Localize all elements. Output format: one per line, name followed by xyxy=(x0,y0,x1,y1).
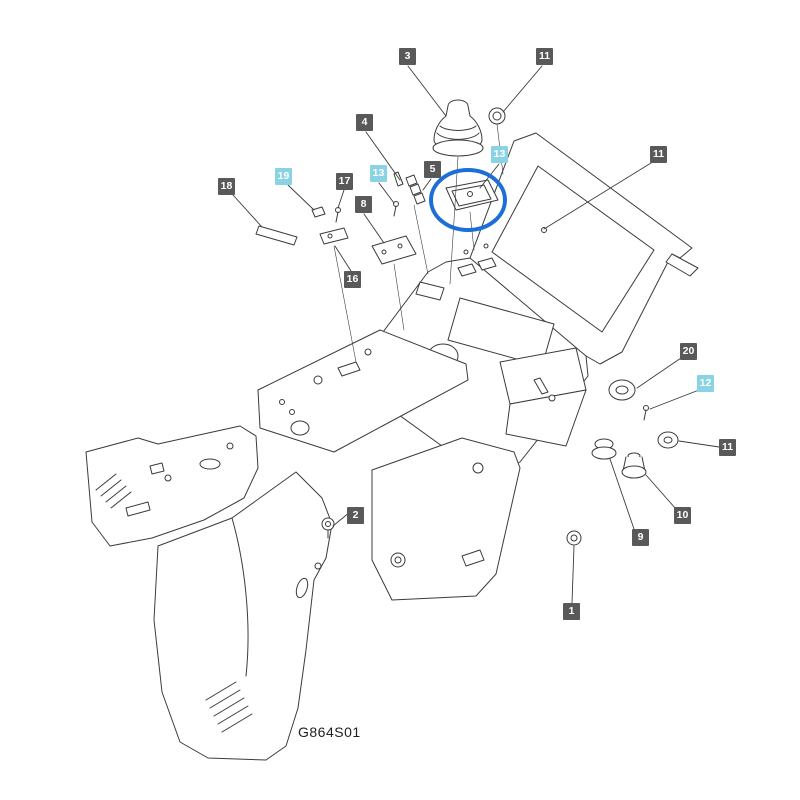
part-label-5[interactable]: 5 xyxy=(424,161,441,178)
highlighted-plate-part[interactable] xyxy=(445,179,499,211)
switch-bank-part xyxy=(393,171,426,205)
fender-upper-shape xyxy=(85,425,259,547)
part-label-8[interactable]: 8 xyxy=(355,196,372,213)
part-label-11-upper-right[interactable]: 11 xyxy=(650,146,667,163)
part-label-13-a[interactable]: 13 xyxy=(491,146,508,163)
part-label-19[interactable]: 19 xyxy=(275,168,292,185)
part-label-13-b[interactable]: 13 xyxy=(370,165,387,182)
part-label-17[interactable]: 17 xyxy=(336,173,353,190)
grommet-part-top xyxy=(488,107,506,125)
lower-middle-panel-shape xyxy=(371,437,521,601)
part-label-12[interactable]: 12 xyxy=(697,375,714,392)
screw-part-12 xyxy=(643,405,649,421)
screw-part-17 xyxy=(335,207,341,223)
part-label-16[interactable]: 16 xyxy=(344,271,361,288)
diagram-code: G864S01 xyxy=(298,724,361,740)
part-label-9[interactable]: 9 xyxy=(632,529,649,546)
bracket-part-16 xyxy=(319,227,349,245)
part-label-4[interactable]: 4 xyxy=(356,114,373,131)
plug-part-9 xyxy=(591,438,617,460)
screw-part-2 xyxy=(321,517,335,539)
screw-part-13 xyxy=(393,201,399,217)
middle-left-panel-shape xyxy=(257,329,469,453)
part-label-2[interactable]: 2 xyxy=(347,507,364,524)
part-label-10[interactable]: 10 xyxy=(674,507,691,524)
leader-lines xyxy=(232,65,720,604)
highlight-circle xyxy=(429,168,507,232)
part-label-11-right[interactable]: 11 xyxy=(719,439,736,456)
grommet-part-20 xyxy=(608,379,636,401)
pin-part-18 xyxy=(255,225,298,246)
washer-part-1 xyxy=(566,530,582,546)
part-label-3[interactable]: 3 xyxy=(399,48,416,65)
part-label-18[interactable]: 18 xyxy=(218,178,235,195)
part-label-1[interactable]: 1 xyxy=(563,603,580,620)
parts-bin-shape xyxy=(499,347,587,447)
cap-part-10 xyxy=(621,452,647,479)
bracket-part-8 xyxy=(371,235,417,265)
fender-lower-shape xyxy=(153,471,333,761)
part-label-20[interactable]: 20 xyxy=(680,343,697,360)
part-label-11-top[interactable]: 11 xyxy=(536,48,553,65)
shift-knob-part xyxy=(432,99,484,157)
grommet-part-11 xyxy=(657,431,679,449)
clip-part-19 xyxy=(311,206,326,218)
